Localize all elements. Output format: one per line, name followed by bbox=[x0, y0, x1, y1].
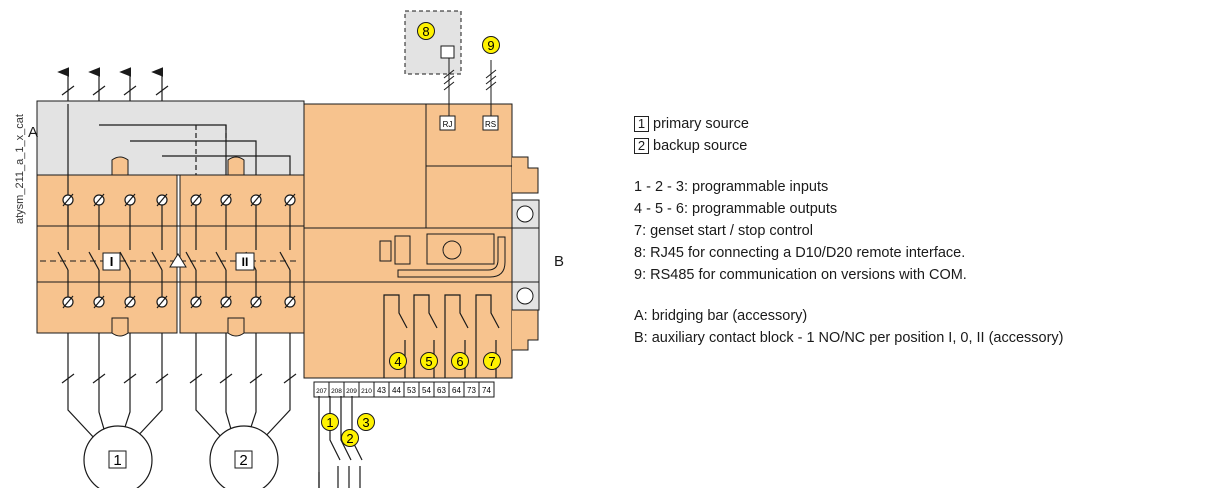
switch-body bbox=[36, 174, 305, 334]
terminal-number: 208 bbox=[331, 388, 342, 395]
legend-item: 9: RS485 for communication on versions w… bbox=[634, 267, 967, 283]
legend-accessory: A: bridging bar (accessory) bbox=[634, 308, 808, 324]
position-i-label: I bbox=[110, 254, 114, 269]
terminal-number: 73 bbox=[467, 386, 476, 395]
position-zero-triangle bbox=[169, 253, 187, 268]
callout-number: 7 bbox=[488, 354, 495, 369]
position-ii-symbol bbox=[235, 252, 255, 271]
terminal-number: 209 bbox=[346, 388, 357, 395]
legend-item: 4 - 5 - 6: programmable outputs bbox=[634, 201, 838, 217]
bridging-bar-accessory bbox=[36, 100, 305, 176]
callout-number: 9 bbox=[487, 38, 494, 53]
backup-source-number: 2 bbox=[239, 452, 247, 469]
rj45-connector bbox=[439, 115, 456, 131]
callout-circle bbox=[420, 352, 438, 370]
callout-circle bbox=[482, 36, 500, 54]
terminal-number: 63 bbox=[437, 386, 446, 395]
callout-number: 1 bbox=[326, 415, 333, 430]
callout-circle bbox=[321, 413, 339, 431]
callout-circle bbox=[483, 352, 501, 370]
padlock-bar bbox=[397, 236, 506, 278]
legend-accessory: B: auxiliary contact block - 1 NO/NC per… bbox=[634, 330, 1064, 346]
terminal-number: 44 bbox=[392, 386, 401, 395]
callout-number: 3 bbox=[362, 415, 369, 430]
callout-number: 6 bbox=[456, 354, 463, 369]
source-wiring bbox=[61, 333, 297, 441]
terminal-number: 210 bbox=[361, 388, 372, 395]
label-b: B bbox=[554, 253, 564, 270]
svg-text:RS: RS bbox=[485, 120, 496, 129]
terminal-number: 207 bbox=[316, 388, 327, 395]
terminal-number: 53 bbox=[407, 386, 416, 395]
auxiliary-contact-block bbox=[511, 156, 540, 351]
primary-source-symbol bbox=[83, 425, 153, 488]
callout-number: 5 bbox=[425, 354, 432, 369]
terminal-number: 74 bbox=[482, 386, 491, 395]
remote-interface-box bbox=[404, 10, 462, 75]
legend-item: 8: RJ45 for connecting a D10/D20 remote … bbox=[634, 245, 966, 261]
terminal-number: 54 bbox=[422, 386, 431, 395]
top-terminals bbox=[62, 194, 296, 206]
callout-circle bbox=[417, 22, 435, 40]
rs485-connector bbox=[482, 115, 499, 131]
terminal-block bbox=[478, 381, 495, 398]
callout-number: 2 bbox=[346, 431, 353, 446]
terminal-number: 64 bbox=[452, 386, 461, 395]
bridging-connections bbox=[67, 104, 291, 225]
input-wiring bbox=[318, 396, 363, 488]
label-a: A bbox=[28, 124, 38, 141]
position-i-symbol bbox=[102, 252, 121, 271]
callout-markers: 123 4 5 6 7 8 9 bbox=[321, 22, 501, 447]
terminal-strip: 207 208 209 210 43 44 53 54 63 64 73 74 bbox=[313, 381, 495, 398]
callout-circle bbox=[341, 429, 359, 447]
primary-top-lines bbox=[57, 67, 169, 101]
wiring-diagram: A bbox=[28, 10, 564, 488]
legend-item: 7: genset start / stop control bbox=[634, 223, 813, 239]
terminal-number: 43 bbox=[377, 386, 386, 395]
callout-circle bbox=[389, 352, 407, 370]
callout-circle bbox=[451, 352, 469, 370]
position-ii-label: II bbox=[242, 255, 249, 269]
callout-number: 8 bbox=[422, 24, 429, 39]
primary-source-number: 1 bbox=[113, 452, 121, 469]
legend-item: 1 - 2 - 3: programmable inputs bbox=[634, 179, 829, 195]
callout-circle bbox=[357, 413, 375, 431]
bottom-terminals bbox=[62, 296, 296, 308]
svg-text:RJ: RJ bbox=[443, 120, 453, 129]
callout-number: 4 bbox=[394, 354, 401, 369]
backup-source-symbol bbox=[209, 425, 279, 488]
